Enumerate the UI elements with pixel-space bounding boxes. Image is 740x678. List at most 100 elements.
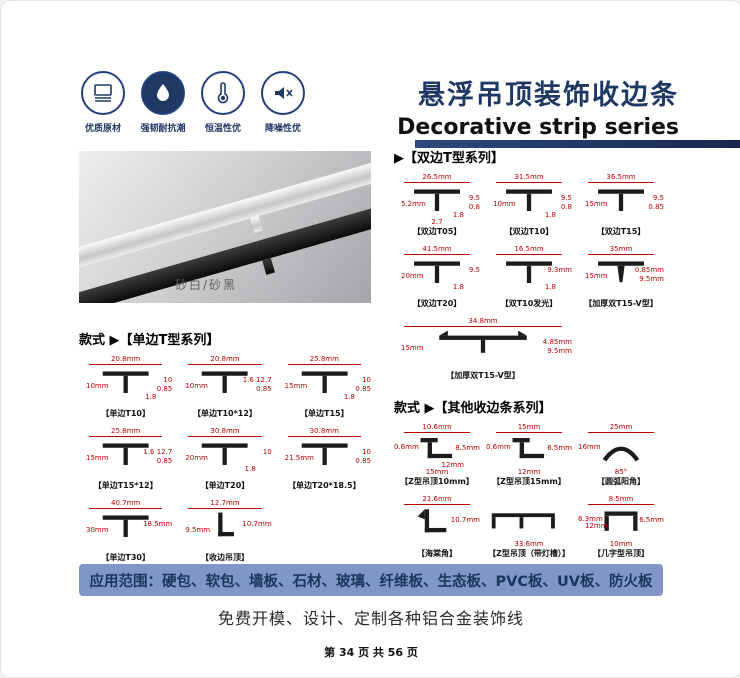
profile-name: 【加厚双T15-V型】 xyxy=(584,299,658,308)
dimension-top: 20.8mm xyxy=(79,356,172,365)
dimension-right: 1.6 12.7 xyxy=(242,376,272,384)
dimension-right: 4.85mm xyxy=(542,338,572,346)
profile-name: 【单边T10】 xyxy=(101,409,150,418)
profile-name: 【收边吊顶】 xyxy=(200,553,249,562)
dimension-left: 0.6mm xyxy=(394,443,419,451)
title-block: 悬浮吊顶装饰收边条 Decorative strip series xyxy=(397,73,679,140)
dimension-top: 16.5mm xyxy=(486,246,572,255)
dimension-right2: 9.5mm xyxy=(547,347,572,355)
dimension-right: 18.5mm xyxy=(143,520,173,528)
dimension-bottom: 10mm xyxy=(609,540,633,548)
dimension-inner: 15mm xyxy=(86,454,109,462)
dimension-bottom: 12mm xyxy=(517,468,541,476)
thermometer-icon xyxy=(201,71,245,115)
product-photo: 砂白/砂黑 xyxy=(79,151,371,303)
dimension-right: 9.5 xyxy=(468,266,480,274)
dimension-right: 10 xyxy=(362,376,371,384)
dimension-top: 25.8mm xyxy=(278,356,371,365)
dimension-inner: 9.5mm xyxy=(185,526,211,534)
dimension-thick: 1.8 xyxy=(343,393,355,401)
dimension-thick: 1.8 xyxy=(452,211,464,219)
dimension-right: 0.85mm xyxy=(634,266,664,274)
dimension-right2: 0.8 xyxy=(560,203,572,211)
dimension-right: 9.5 xyxy=(560,194,572,202)
dimension-bottom: 33.6mm xyxy=(514,540,544,548)
dimension-right: 1.6 12.7 xyxy=(143,448,173,456)
dimension-inner: 20mm xyxy=(185,454,208,462)
application-range-box: 应用范围：硬包、软包、墙板、石材、玻璃、纤维板、生态板、PVC板、UV板、防火板 xyxy=(79,564,663,596)
dimension-right: 10.7mm xyxy=(450,516,480,524)
dimension-inner: 10mm xyxy=(86,382,109,390)
dimension-top: 25.8mm xyxy=(79,428,172,437)
application-range-text: 应用范围：硬包、软包、墙板、石材、玻璃、纤维板、生态板、PVC板、UV板、防火板 xyxy=(89,573,653,590)
dimension-top: 31.5mm xyxy=(486,174,572,183)
dimension-top: 34.8mm xyxy=(394,318,572,327)
profile-name: 【加厚双T15-V型】 xyxy=(446,371,520,380)
dimension-right: 6.5mm xyxy=(639,516,664,524)
feature-badges: 优质原材 强韧耐抗潮 恒温性优 xyxy=(79,71,307,134)
profile-name: 【单边T15*12】 xyxy=(93,481,158,490)
dimension-inner: 15mm xyxy=(401,344,424,352)
dimension-top: 35mm xyxy=(578,246,664,255)
profile-name: 【Z型吊顶15mm】 xyxy=(492,477,566,486)
dimension-thick: 1.8 xyxy=(244,465,256,473)
profile-name: 【双边T05】 xyxy=(412,227,462,236)
dimension-top: 15mm xyxy=(486,424,572,433)
profile-name: 【双边T15】 xyxy=(596,227,646,236)
profile-card: 33.6mm【Z型吊顶（带灯槽）】 xyxy=(486,496,572,559)
profile-name: 【双T10发光】 xyxy=(500,299,558,308)
dimension-right2: 0.85 xyxy=(648,203,664,211)
feature-label: 降噪性优 xyxy=(264,124,301,134)
dimension-inner: 15mm xyxy=(284,382,308,390)
dimension-right2: 0.85 xyxy=(355,385,371,393)
profile-name: 【Z型吊顶（带灯槽）】 xyxy=(488,549,570,558)
dimension-right: 9.5 xyxy=(652,194,664,202)
section-title-double-t: ▶【双边T型系列】 xyxy=(394,151,504,166)
dimension-right2: 0.85 xyxy=(355,457,371,465)
profile-name: 【海棠角】 xyxy=(417,549,457,558)
photo-caption: 砂白/砂黑 xyxy=(175,278,238,292)
dimension-inner: 21.5mm xyxy=(284,454,314,462)
feature-moisture: 强韧耐抗潮 xyxy=(139,71,187,134)
moisture-resist-icon xyxy=(141,71,185,115)
page-subtitle: Decorative strip series xyxy=(397,115,679,140)
service-note: 免费开模、设计、定制各种铝合金装饰线 xyxy=(217,609,524,628)
page-number: 第 34 页 共 56 页 xyxy=(324,646,418,659)
dimension-top: 30.8mm xyxy=(178,428,271,437)
dimension-right2: 0.85 xyxy=(156,385,173,393)
feature-temperature: 恒温性优 xyxy=(199,71,247,134)
dimension-inner: 10mm xyxy=(185,382,208,390)
section-title-single-t: 款式 ▶【单边T型系列】 xyxy=(79,333,220,348)
dimension-right2: 9.5mm xyxy=(639,275,664,283)
dimension-right: 10 xyxy=(163,376,173,384)
profile-name: 【单边T15】 xyxy=(300,409,349,418)
dimension-top: 8.5mm xyxy=(578,496,664,505)
